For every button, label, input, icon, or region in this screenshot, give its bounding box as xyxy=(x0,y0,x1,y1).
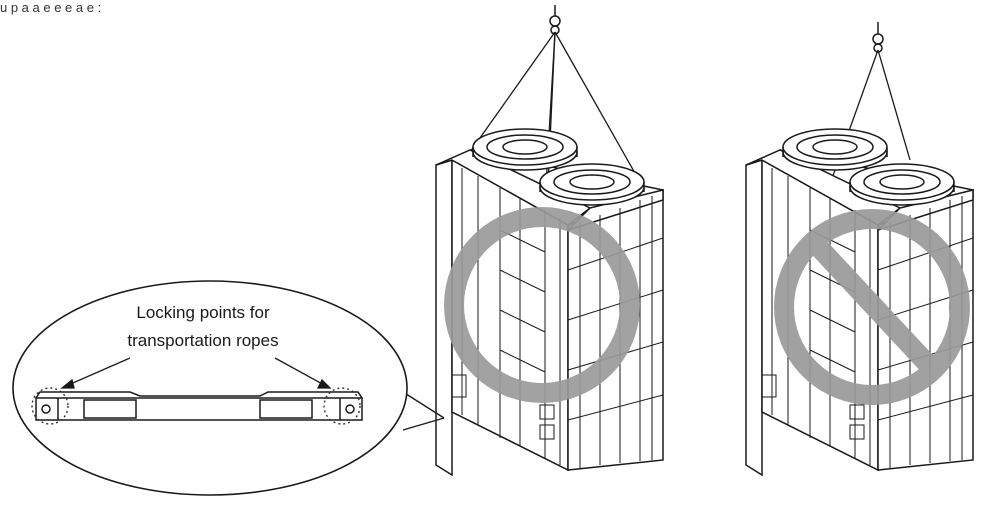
arrow-head-right-icon xyxy=(316,378,332,389)
callout-leader-line xyxy=(402,391,445,431)
lifting-hook-right xyxy=(872,22,884,53)
lifting-hook-left xyxy=(549,5,561,35)
base-rail xyxy=(35,391,363,421)
fan-guard-left-2 xyxy=(539,163,645,206)
prohibited-sign-icon xyxy=(774,209,970,405)
locking-point-left xyxy=(31,387,69,425)
callout-arrows xyxy=(60,357,332,389)
fan-guard-left-1 xyxy=(472,128,578,171)
locking-points-callout: Locking points for transportation ropes xyxy=(12,280,408,496)
circle-mark-icon xyxy=(444,207,640,403)
locking-point-right xyxy=(323,387,361,425)
fan-guard-right-1 xyxy=(782,128,888,171)
arrow-head-left-icon xyxy=(60,378,75,389)
callout-label-line-2: transportation ropes xyxy=(127,331,278,350)
top-caption-fragment: u p a a e e e a e : xyxy=(0,0,102,15)
fan-guard-right-2 xyxy=(849,163,955,206)
callout-label-line-1: Locking points for xyxy=(136,303,270,322)
